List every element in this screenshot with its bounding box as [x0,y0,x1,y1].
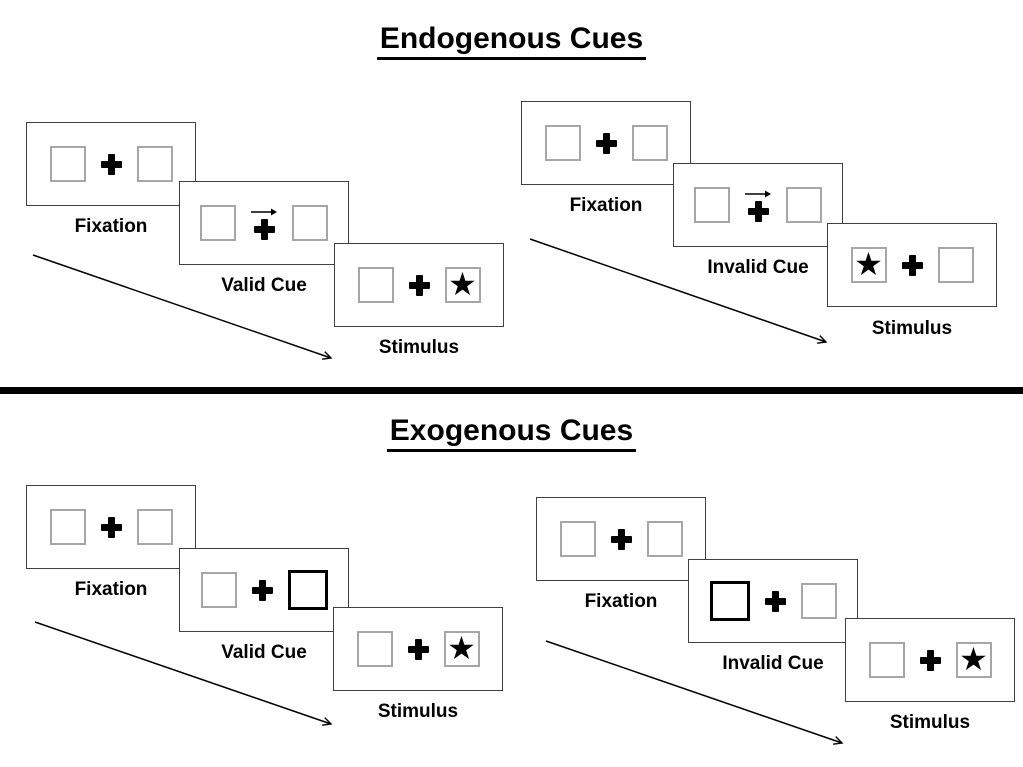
fixation-cross-icon [595,132,617,154]
fixation-cross-icon [100,153,122,175]
section-divider [0,387,1023,394]
panel-label: Invalid Cue [722,653,824,674]
left-placeholder-box [544,125,581,161]
section-title-exogenous: Exogenous Cues [0,414,1023,452]
cue-arrow-right-icon [745,190,771,197]
left-placeholder-box [200,205,236,241]
right-placeholder-box [800,583,837,619]
right-placeholder-box [646,521,683,557]
cue-screen [179,548,349,632]
timeline-arrow-endogenous-valid [32,254,333,360]
left-placeholder-box [559,521,596,557]
panel-label: Valid Cue [221,642,307,663]
right-target-box: ★ [443,628,480,667]
right-placeholder-box [631,125,668,161]
fixation-screen [26,122,196,206]
right-placeholder-box [937,247,974,283]
section-title-endogenous: Endogenous Cues [0,22,1023,60]
right-target-box: ★ [444,264,481,303]
fixation-cross-icon [253,218,275,240]
right-target-box: ★ [955,639,992,678]
left-placeholder-box [868,642,905,678]
right-placeholder-box [136,146,173,182]
section-title-text: Exogenous Cues [386,414,637,452]
left-placeholder-box [200,572,237,608]
right-placeholder-box [292,205,328,241]
cue-arrow-right-icon [251,208,277,215]
left-target-box: ★ [850,244,887,283]
fixation-cross-icon [100,516,122,538]
section-title-text: Endogenous Cues [376,22,647,60]
left-placeholder-box [356,631,393,667]
timeline-arrow-exogenous-valid [34,621,333,726]
timeline-arrow-endogenous-invalid [529,238,828,344]
fixation-screen [26,485,196,569]
left-highlight-cue-box [709,581,750,621]
stimulus-screen: ★ [845,618,1015,702]
panel-label: Fixation [74,216,148,237]
panel-label: Invalid Cue [707,257,809,278]
panel-label: Stimulus [871,318,953,339]
central-cue [251,207,277,240]
central-cue [745,189,771,222]
panel-label: Fixation [584,591,658,612]
fixation-cross-icon [764,590,786,612]
fixation-cross-icon [407,638,429,660]
fixation-screen [521,101,691,185]
panel-label: Fixation [569,195,643,216]
right-highlight-cue-box [287,570,328,610]
left-placeholder-box [694,187,730,223]
cue-screen [179,181,349,265]
target-star-icon: ★ [854,244,883,283]
stimulus-screen: ★ [333,607,503,691]
right-placeholder-box [786,187,822,223]
fixation-cross-icon [408,274,430,296]
left-placeholder-box [357,267,394,303]
panel-label: Stimulus [889,712,971,733]
panel-label: Stimulus [377,701,459,722]
panel-label: Fixation [74,579,148,600]
fixation-cross-icon [747,200,769,222]
stimulus-screen: ★ [334,243,504,327]
left-placeholder-box [49,146,86,182]
cue-screen [673,163,843,247]
fixation-cross-icon [610,528,632,550]
panel-label: Valid Cue [221,275,307,296]
fixation-cross-icon [251,579,273,601]
target-star-icon: ★ [448,264,477,303]
fixation-cross-icon [901,254,923,276]
cue-screen [688,559,858,643]
target-star-icon: ★ [959,639,988,678]
fixation-cross-icon [919,649,941,671]
panel-label: Stimulus [378,337,460,358]
right-placeholder-box [136,509,173,545]
fixation-screen [536,497,706,581]
target-star-icon: ★ [447,628,476,667]
stimulus-screen: ★ [827,223,997,307]
left-placeholder-box [49,509,86,545]
